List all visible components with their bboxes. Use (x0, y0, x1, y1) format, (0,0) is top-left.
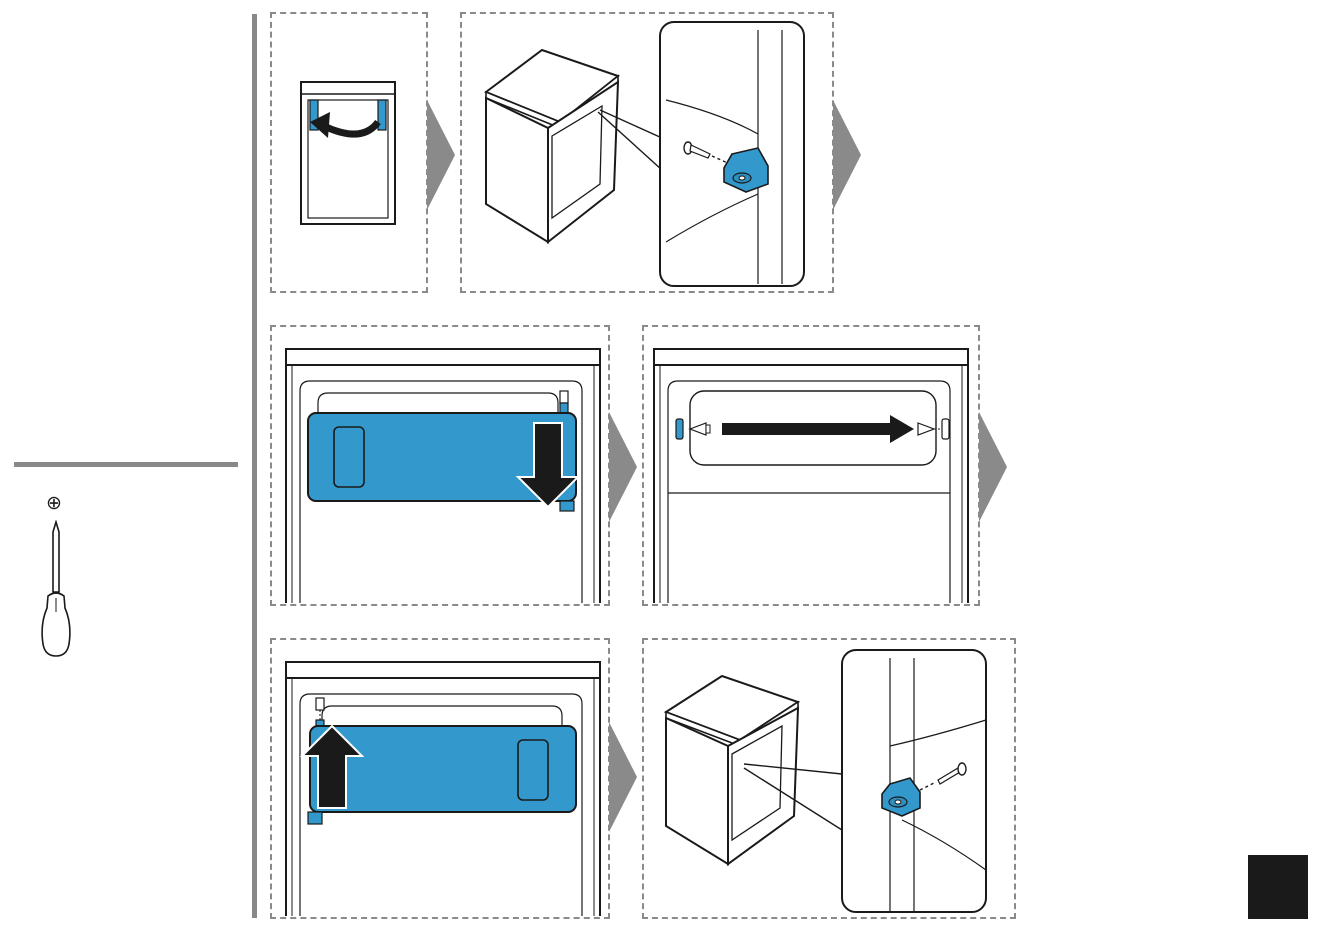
hinge-screw-fitting-illustration (644, 640, 1018, 921)
chevron-right-icon (979, 412, 1007, 522)
chevron-right-icon (427, 100, 455, 210)
hinge-screw-removal-illustration (462, 14, 836, 295)
step-panel-lower-freezer-door (270, 325, 610, 606)
fridge-open-door-illustration (272, 14, 430, 295)
step-panel-remove-hinge-screw (460, 12, 834, 293)
tools-divider (14, 462, 238, 467)
step-panel-swap-pins (642, 325, 980, 606)
phillips-screwdriver-icon (36, 520, 76, 660)
freezer-door-lower-illustration (272, 327, 612, 608)
step-panel-raise-freezer-door (270, 638, 610, 919)
chevron-right-icon (609, 722, 637, 832)
step-panel-open-door (270, 12, 428, 293)
chevron-right-icon (609, 412, 637, 522)
chevron-right-icon (833, 100, 861, 210)
page-number-box (1248, 855, 1308, 919)
vertical-divider (252, 14, 257, 918)
freezer-door-raise-illustration (272, 640, 612, 921)
pin-swap-illustration (644, 327, 982, 608)
tool-screwdriver: ⊕ (36, 494, 76, 664)
step-panel-fit-hinge-screw (642, 638, 1016, 919)
phillips-head-symbol: ⊕ (46, 494, 62, 514)
